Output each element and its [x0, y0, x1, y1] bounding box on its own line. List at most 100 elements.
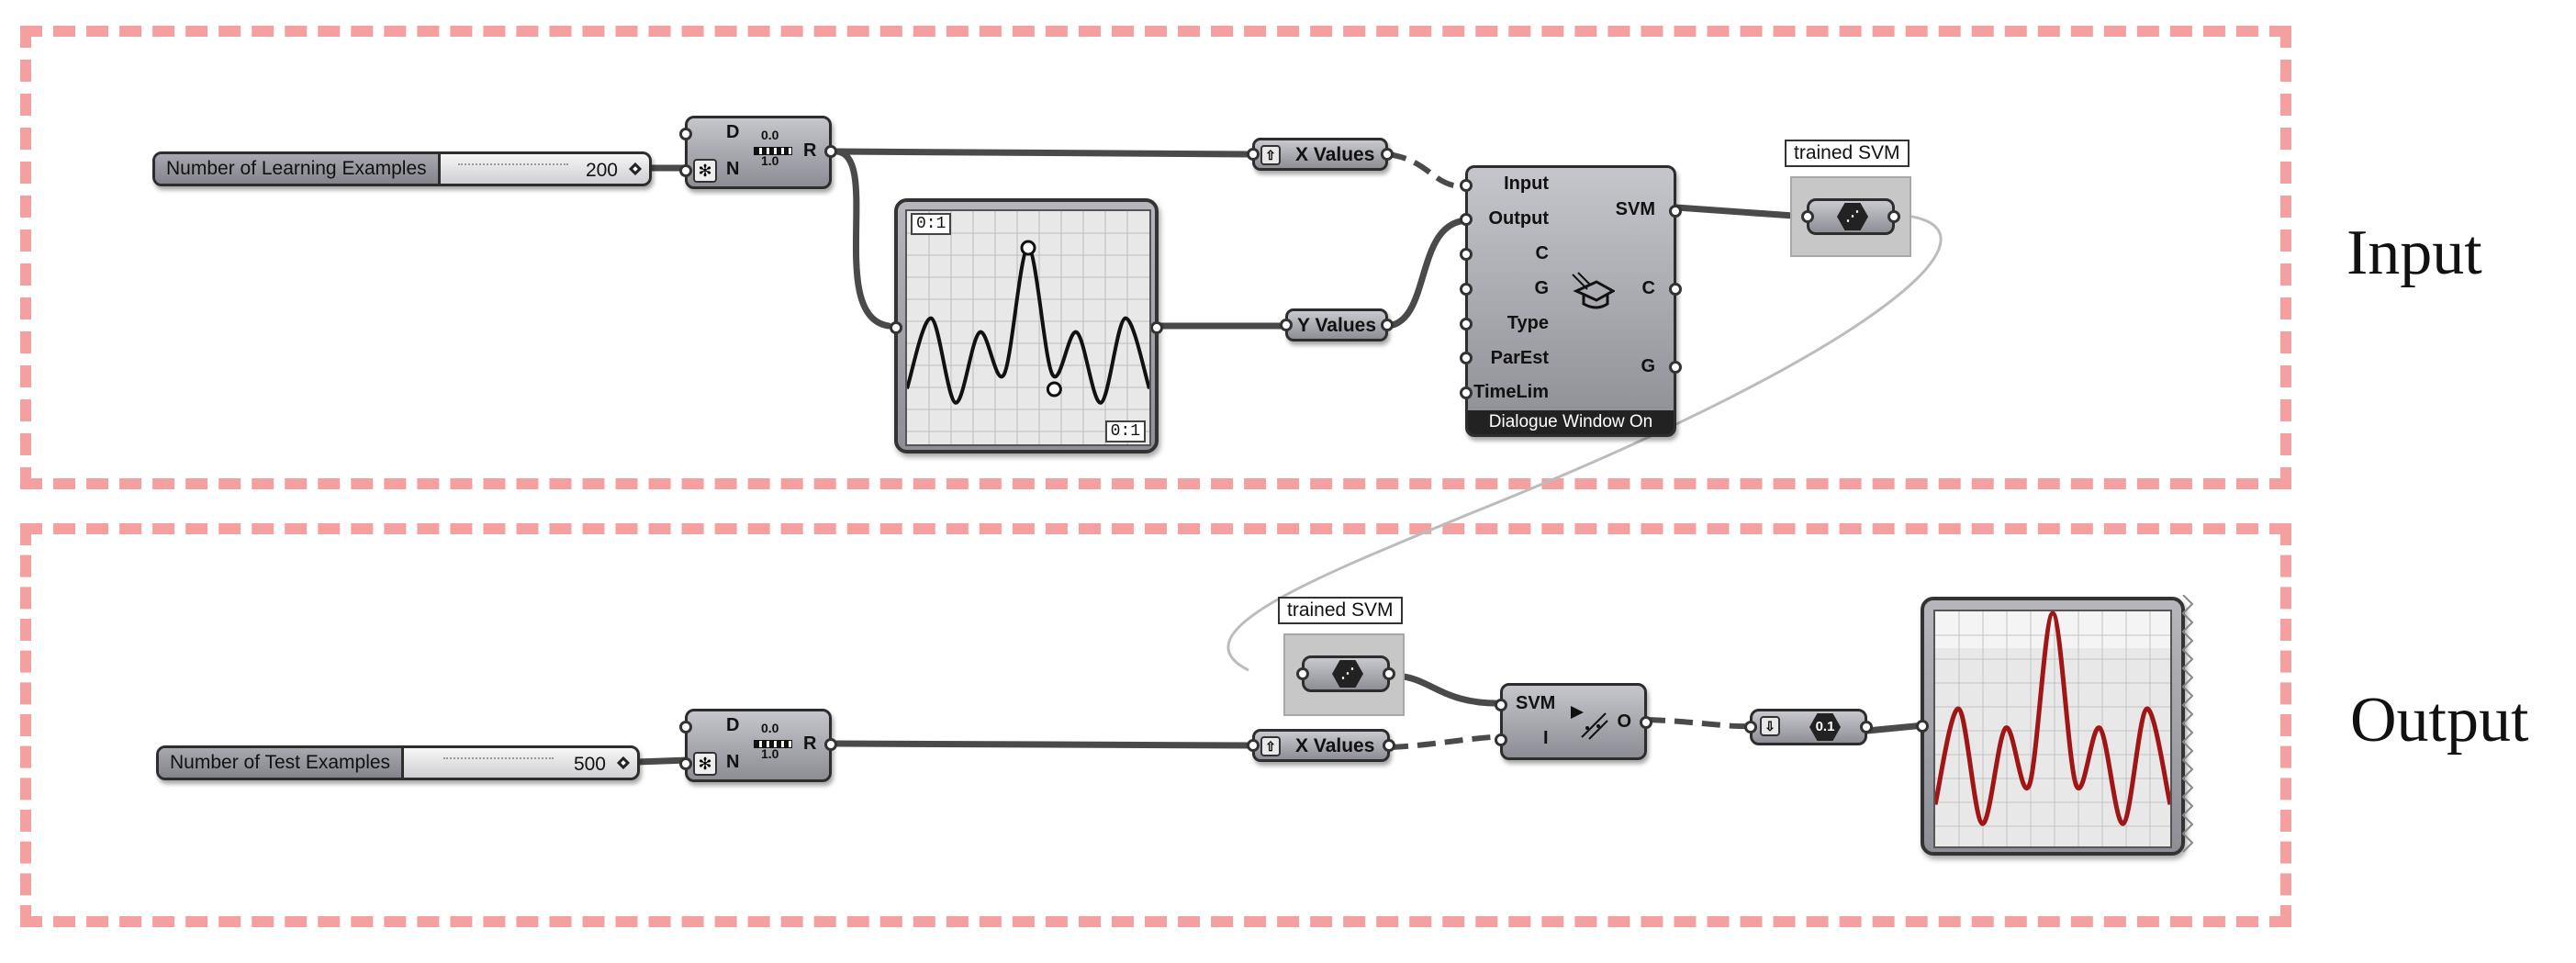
range-top-value: 0.0 — [761, 128, 779, 142]
learner-label-type: Type — [1506, 313, 1549, 333]
graph-mapper[interactable]: 0:1 0:1 — [890, 198, 1163, 454]
learner-label-output: Output — [1488, 208, 1549, 229]
range-input-d[interactable] — [679, 128, 692, 140]
range-r-label: R — [803, 140, 817, 161]
x-values-label: X Values — [1295, 144, 1375, 165]
learning-examples-label: Number of Learning Examples — [155, 154, 441, 184]
range-component-2[interactable]: D N R ✻ 0.0 1.0 — [679, 709, 837, 782]
output-graph-plot-area[interactable] — [1933, 610, 2172, 848]
wire-range-to-xvalues — [834, 148, 1252, 158]
output-graph[interactable] — [1916, 597, 2185, 856]
slider-grip-icon[interactable] — [628, 162, 643, 176]
wire-xvalues2-to-predict — [1389, 733, 1505, 750]
output-section-label: Output — [2350, 685, 2529, 756]
svm-predict-component[interactable]: SVM I O — [1495, 683, 1652, 760]
range-component[interactable]: D N R ✻ 0.0 1.0 — [679, 116, 837, 189]
learner-output-g[interactable] — [1669, 361, 1682, 374]
x-values2-label: X Values — [1295, 735, 1375, 756]
wire-svm2-to-predict — [1392, 672, 1507, 707]
trained-svm-callout-2: trained SVM — [1278, 597, 1403, 624]
learner-input-c[interactable] — [1460, 248, 1473, 261]
wire-svm-to-svm2 — [1226, 213, 1943, 672]
output-number-param[interactable]: ⇩ 0.1 — [1744, 709, 1873, 745]
x-values-input[interactable] — [1247, 148, 1260, 161]
range2-n-label: N — [726, 752, 740, 772]
learner-output-svm[interactable] — [1669, 205, 1682, 218]
learner-input-parest[interactable] — [1460, 352, 1473, 364]
trained-svm2-output[interactable] — [1383, 667, 1395, 680]
x-values2-input[interactable] — [1247, 739, 1260, 752]
output-curve-chart — [1935, 611, 2170, 846]
x-values-output[interactable] — [1381, 148, 1394, 161]
curve-handle[interactable] — [1046, 381, 1062, 398]
input-curve-chart — [907, 211, 1149, 444]
number-param-input[interactable] — [1744, 721, 1757, 733]
asterisk-icon: ✻ — [693, 159, 717, 183]
wire-range2-to-xvalues2 — [834, 740, 1254, 749]
test-examples-value: 500 — [573, 754, 606, 775]
graph-tag-bottom: 0:1 — [1104, 420, 1146, 442]
peak-handle[interactable] — [1020, 240, 1036, 256]
number-param-output[interactable] — [1860, 721, 1873, 733]
wire-range-to-graph — [834, 148, 892, 330]
output-frame — [20, 523, 2291, 927]
slider-track[interactable] — [443, 757, 554, 765]
predict-svm-label: SVM — [1516, 693, 1556, 713]
learner-input-input[interactable] — [1460, 179, 1473, 192]
learning-examples-slider[interactable]: Number of Learning Examples 200 — [152, 151, 652, 186]
trained-svm-param-2[interactable]: ⋰ — [1296, 655, 1395, 692]
wire-xvalues-to-learner — [1387, 151, 1468, 190]
learner-footer: Dialogue Window On — [1468, 410, 1674, 434]
range-d-label: D — [726, 122, 740, 142]
graph-plot-area[interactable]: 0:1 0:1 — [905, 209, 1151, 446]
svm-learner-component[interactable]: Input Output C G Type ParEst TimeLim SVM… — [1460, 165, 1682, 437]
learner-label-g: G — [1534, 278, 1549, 298]
slider-track[interactable] — [458, 163, 568, 171]
range2-input-d[interactable] — [679, 721, 692, 733]
learner-output-c[interactable] — [1669, 283, 1682, 296]
y-values-output[interactable] — [1381, 319, 1394, 331]
learner-input-output[interactable] — [1460, 213, 1473, 226]
test-examples-slider[interactable]: Number of Test Examples 500 — [156, 745, 640, 780]
graph-output[interactable] — [1150, 321, 1163, 334]
range-output-r[interactable] — [824, 145, 837, 158]
predict-o-label: O — [1617, 711, 1631, 732]
trained-svm-input[interactable] — [1801, 210, 1814, 223]
predict-arrow-icon — [1571, 706, 1608, 740]
trained-svm2-input[interactable] — [1296, 667, 1309, 680]
learner-label-c: C — [1535, 243, 1549, 263]
graph-input[interactable] — [890, 321, 902, 334]
predict-input-i[interactable] — [1495, 733, 1507, 746]
y-values-param[interactable]: Y Values — [1280, 308, 1394, 342]
trained-svm-output[interactable] — [1887, 210, 1900, 223]
range-input-n[interactable] — [679, 164, 692, 177]
range2-input-n[interactable] — [679, 757, 692, 770]
learner-input-timelim[interactable] — [1460, 386, 1473, 399]
x-values-param-2[interactable]: ⇧ X Values — [1247, 729, 1395, 762]
range2-r-label: R — [803, 733, 817, 754]
down-arrow-icon: ⇩ — [1760, 716, 1780, 736]
y-values-input[interactable] — [1280, 319, 1293, 331]
range-bars-icon: 0.0 1.0 — [754, 721, 792, 763]
x-values-param[interactable]: ⇧ X Values — [1247, 138, 1394, 171]
learner-input-g[interactable] — [1460, 283, 1473, 296]
slider-grip-icon[interactable] — [616, 756, 631, 770]
range2-output-r[interactable] — [824, 738, 837, 751]
trained-svm-callout: trained SVM — [1785, 140, 1910, 167]
x-values2-output[interactable] — [1383, 739, 1395, 752]
output-graph-input[interactable] — [1916, 720, 1929, 733]
up-arrow-icon: ⇧ — [1260, 736, 1281, 756]
output-curve-line — [1935, 611, 2170, 826]
predict-input-svm[interactable] — [1495, 699, 1507, 711]
graduation-cap-icon — [1572, 272, 1615, 309]
predict-output-o[interactable] — [1640, 716, 1652, 729]
learner-input-type[interactable] — [1460, 318, 1473, 330]
number-hexagon-icon: 0.1 — [1809, 713, 1841, 741]
up-arrow-icon: ⇧ — [1260, 145, 1281, 165]
range-bottom-value: 1.0 — [761, 153, 779, 168]
learner-label-input: Input — [1504, 174, 1549, 194]
wire-predict-to-panel — [1646, 717, 1749, 730]
trained-svm-param[interactable]: ⋰ — [1801, 198, 1900, 235]
